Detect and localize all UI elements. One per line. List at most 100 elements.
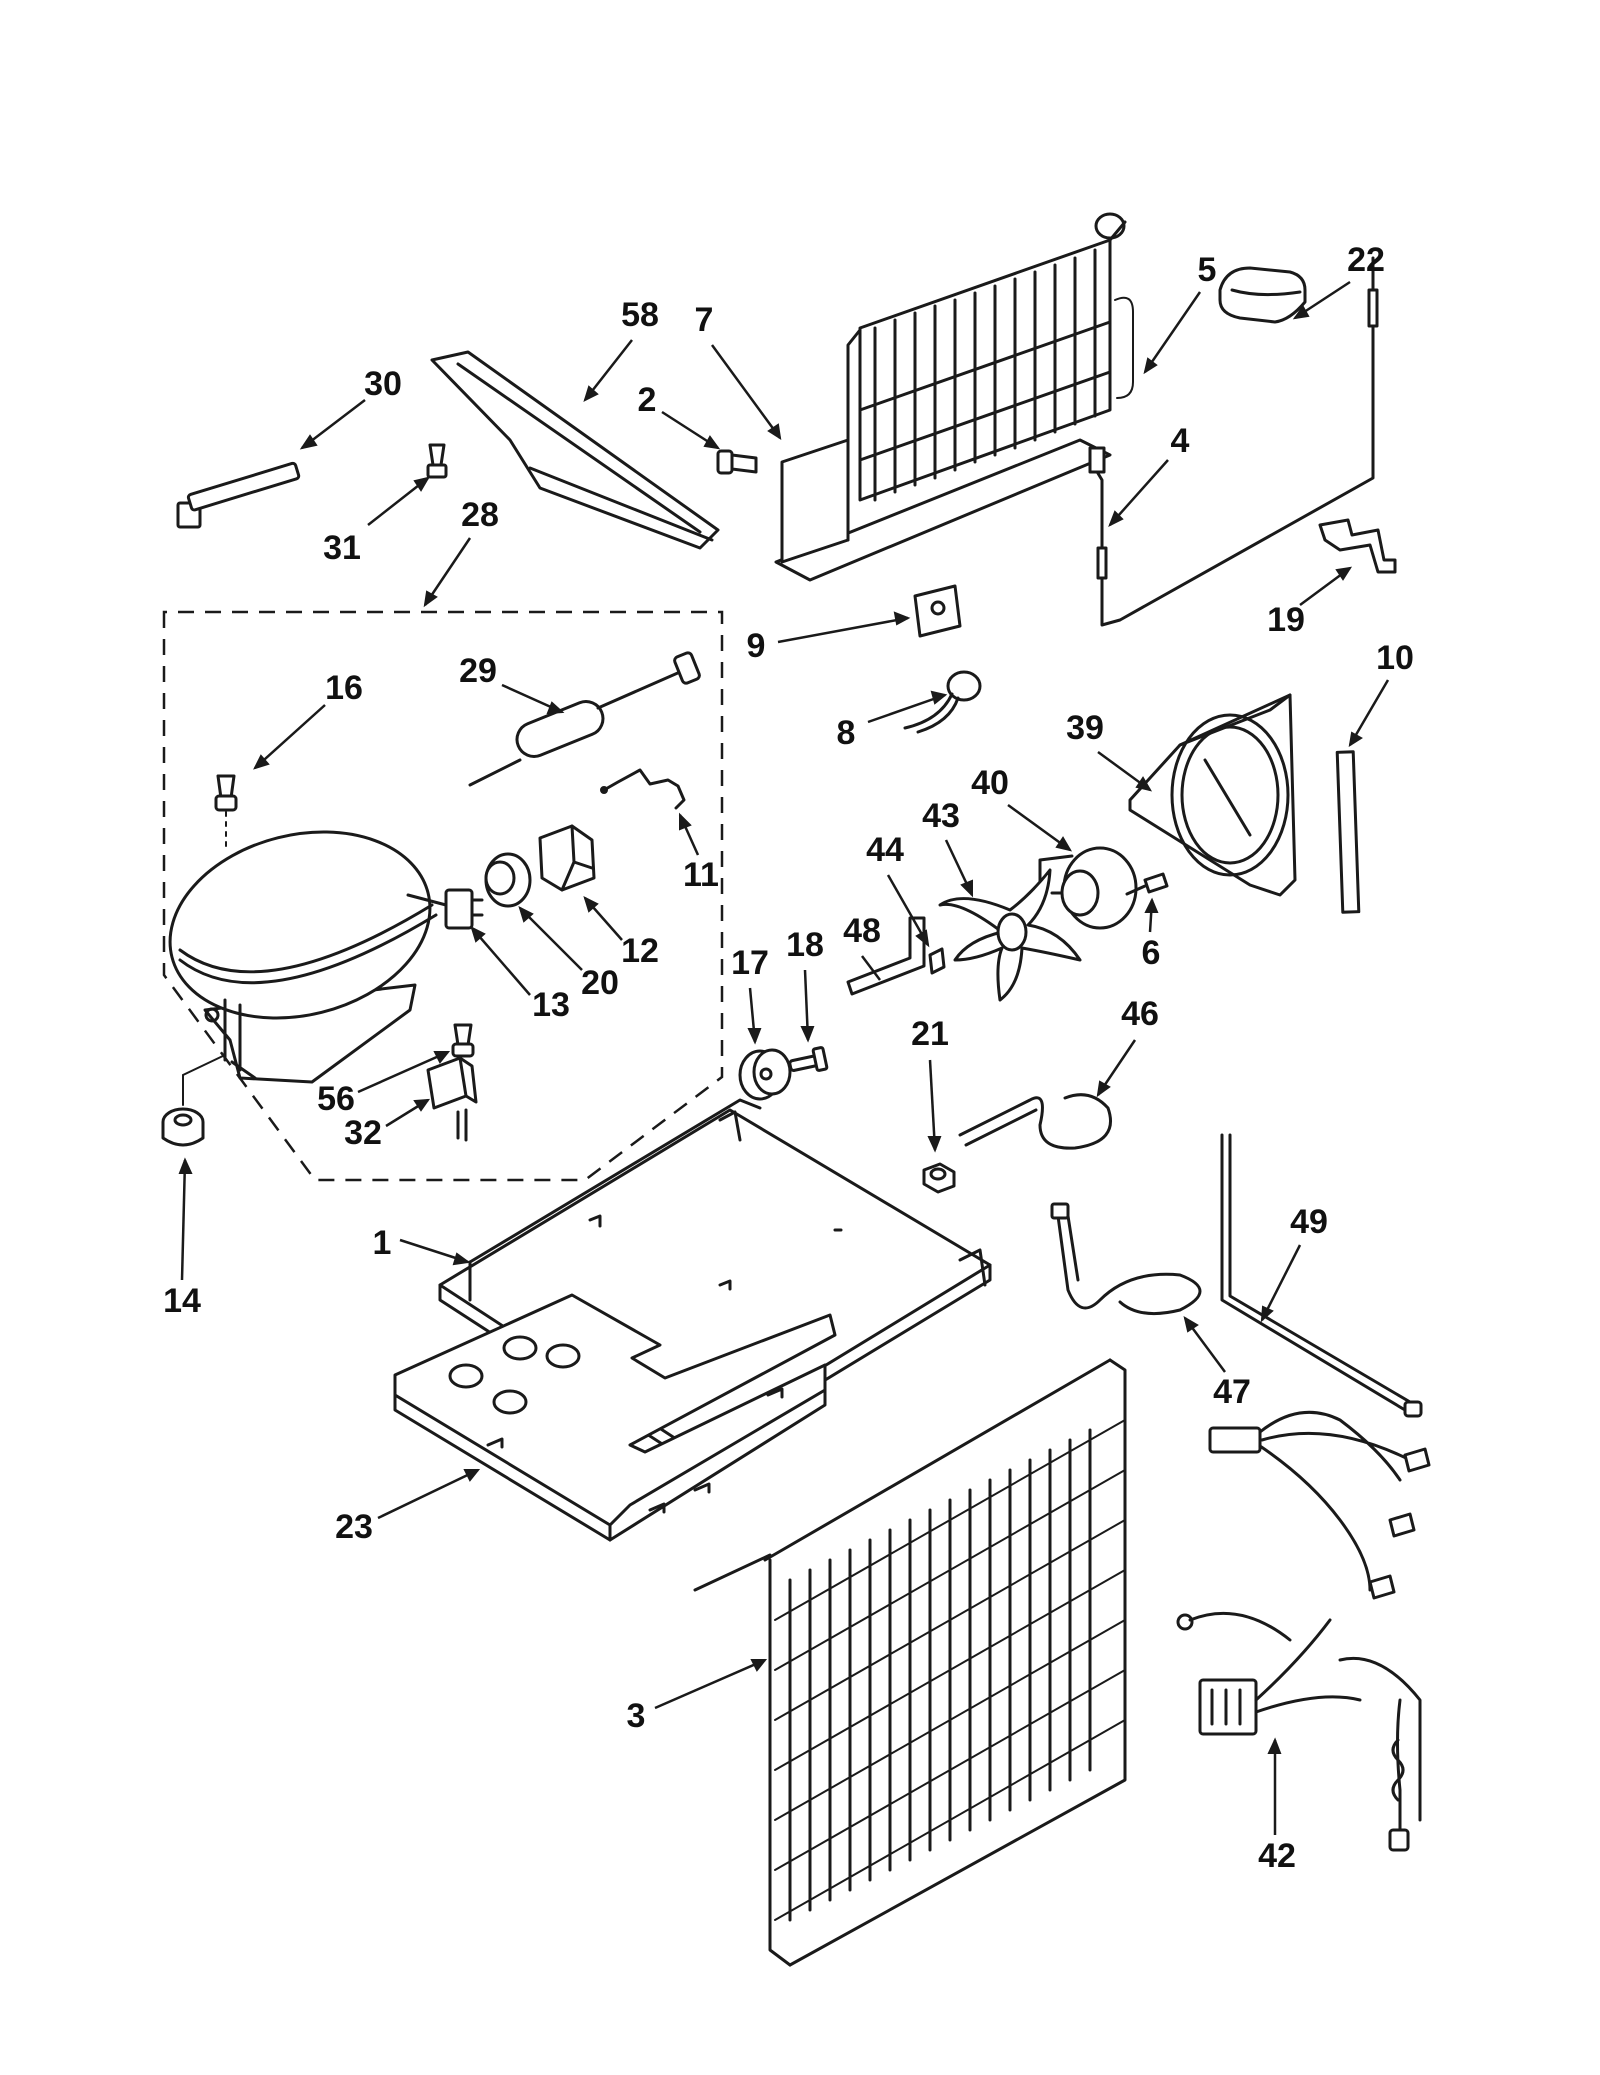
part-29-filter-drier bbox=[468, 651, 701, 787]
callout-32: 32 bbox=[344, 1114, 382, 1152]
callout-30: 30 bbox=[364, 365, 402, 403]
leader-10 bbox=[1348, 679, 1390, 748]
part-21-nut bbox=[922, 1162, 956, 1194]
compressor bbox=[168, 830, 448, 1084]
leader-30 bbox=[299, 399, 366, 450]
part-46-drain-tube bbox=[958, 1093, 1113, 1150]
part-3-condenser bbox=[693, 1358, 1127, 1967]
callout-19: 19 bbox=[1267, 601, 1305, 639]
part-28-compressor-kit-boundary bbox=[162, 610, 724, 1182]
callout-49: 49 bbox=[1290, 1203, 1328, 1241]
leader-29 bbox=[501, 683, 565, 715]
callout-44: 44 bbox=[866, 831, 904, 869]
callout-13: 13 bbox=[532, 986, 570, 1024]
part-44-washer bbox=[928, 947, 946, 975]
leader-8 bbox=[867, 690, 948, 724]
callout-12: 12 bbox=[621, 932, 659, 970]
leader-39 bbox=[1097, 750, 1153, 792]
leader-58 bbox=[583, 339, 633, 402]
part-20-overload bbox=[484, 852, 532, 908]
part-42-wire-harness bbox=[1176, 1410, 1431, 1852]
callout-5: 5 bbox=[1198, 251, 1217, 289]
leader-14 bbox=[178, 1157, 193, 1281]
callout-28: 28 bbox=[461, 496, 499, 534]
callout-58: 58 bbox=[621, 296, 659, 334]
leader-23 bbox=[377, 1468, 481, 1520]
leader-42 bbox=[1267, 1737, 1282, 1835]
callout-17: 17 bbox=[731, 944, 769, 982]
part-16-screw bbox=[214, 774, 238, 853]
callout-23: 23 bbox=[335, 1508, 373, 1546]
callout-40: 40 bbox=[971, 764, 1009, 802]
callout-10: 10 bbox=[1376, 639, 1414, 677]
leader-4 bbox=[1108, 459, 1169, 528]
part-31-screw bbox=[426, 443, 448, 479]
callout-18: 18 bbox=[786, 926, 824, 964]
part-32-capacitor bbox=[426, 1056, 478, 1142]
part-43-fan-blade bbox=[938, 868, 1082, 1002]
callout-3: 3 bbox=[627, 1697, 646, 1735]
callout-11: 11 bbox=[683, 856, 719, 894]
leader-1 bbox=[399, 1238, 471, 1266]
callout-16: 16 bbox=[325, 669, 363, 707]
leader-56 bbox=[357, 1050, 451, 1094]
leader-20 bbox=[518, 906, 583, 971]
callout-9: 9 bbox=[747, 627, 766, 665]
part-6-screw bbox=[1125, 872, 1169, 896]
leader-22 bbox=[1292, 280, 1351, 320]
part-9-clip bbox=[913, 584, 962, 638]
leader-5 bbox=[1143, 291, 1202, 375]
leader-19 bbox=[1299, 566, 1353, 607]
callout-39: 39 bbox=[1066, 709, 1104, 747]
leader-12 bbox=[583, 896, 623, 941]
part-30-cable-tie bbox=[176, 461, 301, 529]
part-22-cover bbox=[1218, 266, 1307, 324]
leader-21 bbox=[927, 1059, 942, 1153]
part-4-defrost-thermostat-wire bbox=[1088, 256, 1379, 627]
leader-13 bbox=[470, 926, 531, 996]
part-47-tube bbox=[1050, 1202, 1202, 1316]
part-49-capillary-tube bbox=[1220, 1133, 1423, 1418]
callout-22: 22 bbox=[1347, 241, 1385, 279]
callout-29: 29 bbox=[459, 652, 497, 690]
leader-40 bbox=[1007, 803, 1073, 852]
part-10-strip bbox=[1335, 750, 1361, 914]
callout-42: 42 bbox=[1258, 1837, 1296, 1875]
leader-17 bbox=[747, 987, 762, 1045]
leader-18 bbox=[800, 969, 815, 1043]
leader-11 bbox=[678, 812, 700, 856]
leader-48 bbox=[861, 955, 881, 981]
part-19-bracket bbox=[1318, 518, 1397, 574]
leader-lines bbox=[178, 280, 1390, 1835]
callout-4: 4 bbox=[1171, 422, 1190, 460]
callout-20: 20 bbox=[581, 964, 619, 1002]
part-14-grommet bbox=[161, 1054, 226, 1147]
part-18-axle-pin bbox=[788, 1046, 829, 1072]
leader-3 bbox=[654, 1658, 768, 1710]
part-40-fan-motor bbox=[1038, 846, 1138, 930]
callout-2: 2 bbox=[638, 381, 657, 419]
callout-6: 6 bbox=[1142, 934, 1161, 972]
leader-43 bbox=[944, 839, 974, 898]
callout-21: 21 bbox=[911, 1015, 949, 1053]
leader-31 bbox=[367, 476, 431, 526]
leader-46 bbox=[1096, 1039, 1137, 1098]
leader-7 bbox=[710, 344, 782, 441]
part-2-screw bbox=[716, 449, 758, 475]
callout-31: 31 bbox=[323, 529, 361, 567]
callout-48: 48 bbox=[843, 912, 881, 950]
part-48-tube bbox=[846, 916, 926, 996]
part-56-screw bbox=[451, 1023, 475, 1058]
part-17-roller bbox=[738, 1048, 792, 1101]
part-23-insulation-board bbox=[393, 1293, 837, 1542]
part-5-defrost-heater bbox=[1114, 296, 1134, 399]
leader-28 bbox=[423, 537, 472, 608]
callout-7: 7 bbox=[695, 301, 714, 339]
leader-47 bbox=[1183, 1315, 1227, 1373]
part-11-wire-clip bbox=[600, 768, 686, 810]
callout-43: 43 bbox=[922, 797, 960, 835]
callout-56: 56 bbox=[317, 1080, 355, 1118]
callout-47: 47 bbox=[1213, 1373, 1251, 1411]
